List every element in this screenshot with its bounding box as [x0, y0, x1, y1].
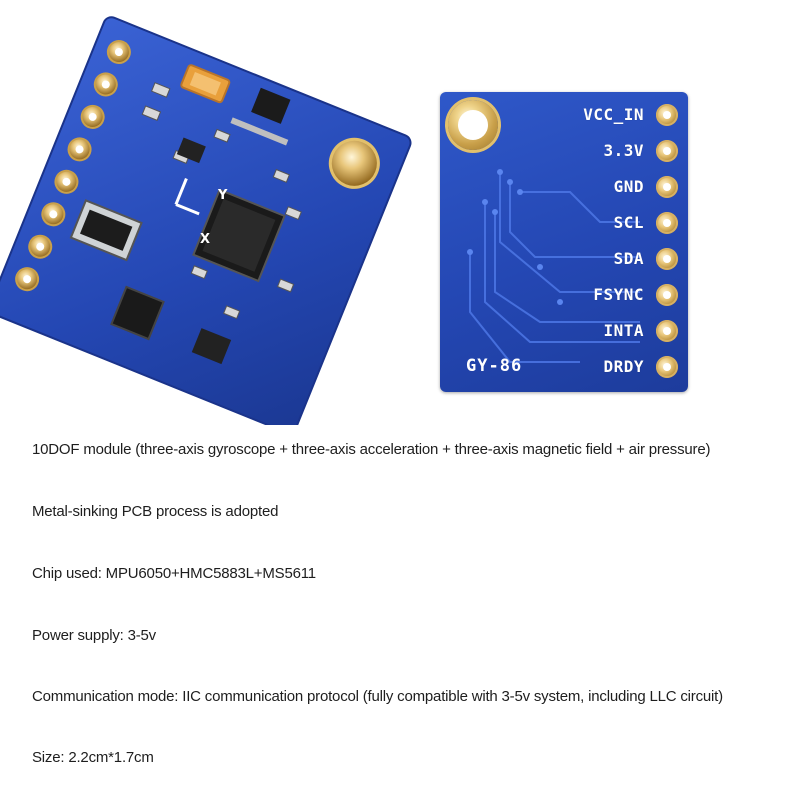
- front-board-view: Y X: [0, 0, 430, 434]
- pin-pad: [656, 140, 678, 162]
- spec-line: 10DOF module (three-axis gyroscope + thr…: [32, 441, 711, 458]
- pin-pad: [656, 176, 678, 198]
- front-mount-hole: [328, 137, 380, 189]
- pin-label-3v3: 3.3V: [603, 141, 644, 160]
- pin-label-vcc-in: VCC_IN: [583, 105, 644, 124]
- spec-line: Chip used: MPU6050+HMC5883L+MS5611: [32, 565, 316, 582]
- spec-line: Communication mode: IIC communication pr…: [32, 688, 723, 705]
- spec-line: Metal-sinking PCB process is adopted: [32, 503, 279, 520]
- spec-line: Power supply: 3-5v: [32, 627, 156, 644]
- back-board-view: VCC_IN 3.3V GND SCL SDA FSYNC INTA DRDY …: [440, 92, 688, 392]
- spec-line: Size: 2.2cm*1.7cm: [32, 749, 154, 766]
- back-board-traces: [467, 169, 640, 363]
- pin-label-drdy: DRDY: [603, 357, 644, 376]
- pin-pad: [656, 212, 678, 234]
- pin-pad: [656, 284, 678, 306]
- board-model-label: GY-86: [466, 356, 523, 376]
- pin-pad: [656, 320, 678, 342]
- product-photo: Y X VCC_IN 3.3V GND SCL SDA: [0, 0, 688, 434]
- pin-label-inta: INTA: [603, 321, 644, 340]
- front-pin-pads: [15, 40, 131, 292]
- pin-label-scl: SCL: [613, 213, 644, 232]
- pin-label-fsync: FSYNC: [593, 285, 644, 304]
- x-axis-label: X: [200, 232, 211, 247]
- pin-label-gnd: GND: [613, 177, 644, 196]
- back-mount-hole: [448, 100, 498, 150]
- pin-pad: [656, 248, 678, 270]
- pin-pad: [656, 104, 678, 126]
- y-axis-label: Y: [218, 188, 228, 203]
- front-board-graphic: [0, 16, 412, 434]
- pin-pad: [656, 356, 678, 378]
- pin-label-sda: SDA: [613, 249, 644, 268]
